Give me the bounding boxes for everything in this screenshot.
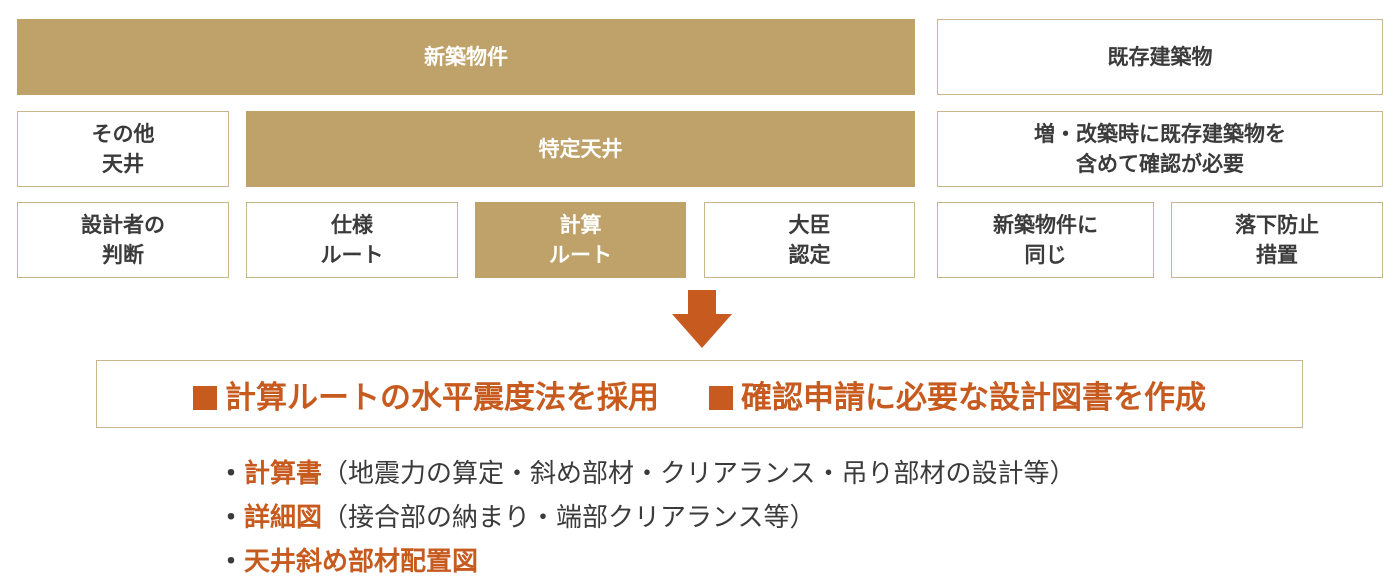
same-as-new-box: 新築物件に 同じ bbox=[937, 202, 1154, 278]
calculation-route-box: 計算 ルート bbox=[475, 202, 686, 278]
result-box: 計算ルートの水平震度法を採用 確認申請に必要な設計図書を作成 bbox=[96, 360, 1303, 428]
result-item-horizontal-seismic: 計算ルートの水平震度法を採用 bbox=[193, 372, 659, 417]
square-bullet-icon bbox=[193, 385, 217, 410]
specified-ceiling-box: 特定天井 bbox=[246, 111, 915, 187]
minister-certification-box: 大臣 認定 bbox=[704, 202, 915, 278]
list-item: ・天井斜め部材配置図 bbox=[218, 547, 479, 577]
existing-building-header: 既存建築物 bbox=[937, 19, 1383, 95]
down-arrow-icon bbox=[672, 290, 732, 348]
new-building-header: 新築物件 bbox=[17, 19, 915, 95]
result-item-design-documents: 確認申請に必要な設計図書を作成 bbox=[709, 372, 1206, 417]
fall-prevention-box: 落下防止 措置 bbox=[1171, 202, 1383, 278]
other-ceiling-box: その他 天井 bbox=[17, 111, 229, 187]
document-list: ・計算書（地震力の算定・斜め部材・クリアランス・吊り部材の設計等） ・詳細図（接… bbox=[218, 452, 1076, 584]
designer-judgment-box: 設計者の 判断 bbox=[17, 202, 229, 278]
list-item: ・詳細図（接合部の納まり・端部クリアランス等） bbox=[218, 503, 816, 533]
list-item: ・計算書（地震力の算定・斜め部材・クリアランス・吊り部材の設計等） bbox=[218, 459, 1076, 489]
specification-route-box: 仕様 ルート bbox=[246, 202, 458, 278]
square-bullet-icon bbox=[709, 385, 733, 410]
existing-extension-note-box: 増・改築時に既存建築物を 含めて確認が必要 bbox=[937, 111, 1383, 187]
